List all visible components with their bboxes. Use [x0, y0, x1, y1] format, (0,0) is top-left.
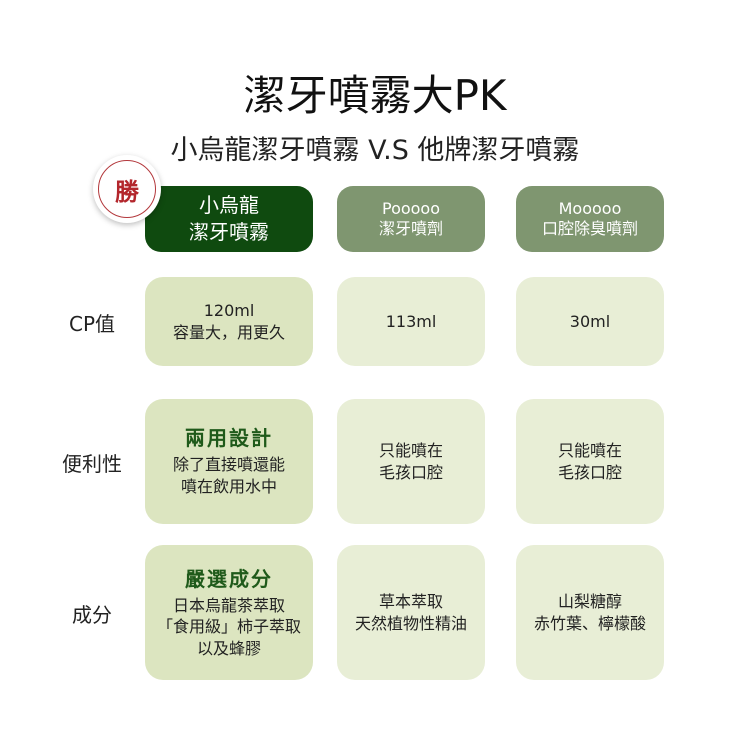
cell-line: 只能噴在 — [557, 440, 622, 460]
cell-line: 30ml — [569, 311, 611, 331]
comparison-cell: 嚴選成分日本烏龍茶萃取「食用級」柿子萃取以及蜂膠 — [145, 545, 313, 680]
cell-line: 只能噴在 — [378, 440, 443, 460]
cell-line: 山梨糖醇 — [557, 591, 622, 611]
cell-line: 「食用級」柿子萃取 — [156, 617, 301, 637]
row-label: 成分 — [72, 602, 112, 627]
comparison-cell: 只能噴在毛孩口腔 — [516, 399, 664, 524]
page-title: 潔牙噴霧大PK — [243, 71, 507, 120]
comparison-cell: 30ml — [516, 277, 664, 366]
cell-line: 日本烏龍茶萃取 — [172, 595, 285, 615]
cell-line: 噴在飲用水中 — [180, 477, 277, 496]
header-line: 口腔除臭噴劑 — [541, 219, 638, 238]
cell-line: 草本萃取 — [378, 591, 443, 611]
header-brand-m: Mooooo 口腔除臭噴劑 — [516, 186, 664, 252]
header-line: 潔牙噴霧 — [189, 220, 269, 244]
header-line: Mooooo — [558, 199, 622, 218]
winner-badge-text: 勝 — [98, 160, 156, 218]
comparison-cell: 草本萃取天然植物性精油 — [337, 545, 485, 680]
header-winner: 小烏龍 潔牙噴霧 — [145, 186, 313, 252]
cell-line: 赤竹葉、檸檬酸 — [533, 613, 646, 633]
comparison-cell: 只能噴在毛孩口腔 — [337, 399, 485, 524]
row-label: CP值 — [68, 311, 116, 336]
row-label: 便利性 — [62, 451, 122, 476]
header-line: 小烏龍 — [199, 193, 259, 217]
comparison-cell: 山梨糖醇赤竹葉、檸檬酸 — [516, 545, 664, 680]
cell-line: 以及蜂膠 — [196, 638, 261, 658]
cell-line: 天然植物性精油 — [354, 613, 467, 633]
cell-line: 容量大，用更久 — [172, 322, 285, 342]
cell-line: 毛孩口腔 — [557, 462, 622, 482]
header-line: Pooooo — [381, 199, 441, 218]
cell-line: 113ml — [385, 311, 437, 331]
cell-line: 120ml — [203, 300, 255, 320]
header-line: 潔牙噴劑 — [378, 219, 443, 238]
comparison-cell: 113ml — [337, 277, 485, 366]
comparison-cell: 兩用設計除了直接噴還能噴在飲用水中 — [145, 399, 313, 524]
cell-highlight: 兩用設計 — [185, 426, 273, 451]
winner-badge: 勝 — [93, 155, 161, 223]
header-brand-p: Pooooo 潔牙噴劑 — [337, 186, 485, 252]
cell-highlight: 嚴選成分 — [185, 566, 273, 591]
cell-line: 毛孩口腔 — [378, 462, 443, 482]
page-subtitle: 小烏龍潔牙噴霧 V.S 他牌潔牙噴霧 — [170, 135, 580, 166]
cell-line: 除了直接噴還能 — [172, 455, 285, 475]
